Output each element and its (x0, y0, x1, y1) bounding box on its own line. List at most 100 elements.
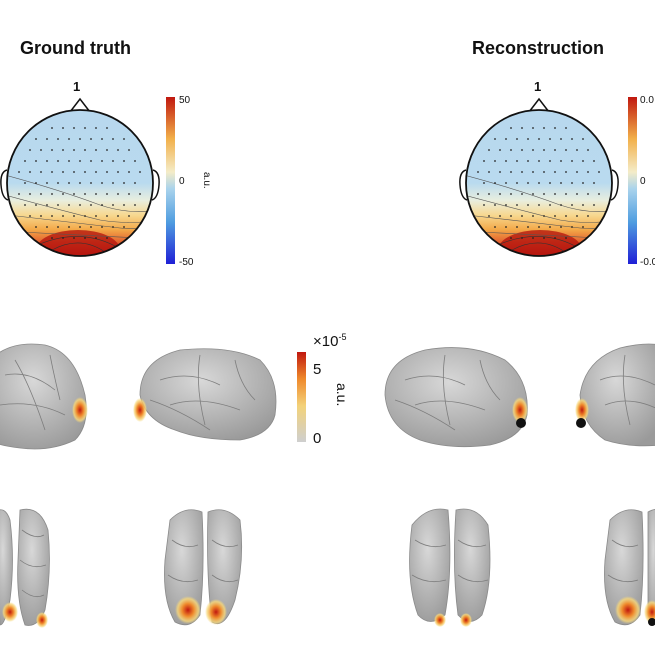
sensor-dot (84, 215, 86, 217)
sensor-dot (527, 226, 529, 228)
right-ear-shape (610, 169, 619, 201)
sensor-dot (101, 226, 103, 228)
sensor-dot (543, 193, 545, 195)
sensor-dot (117, 193, 119, 195)
sensor-dot (527, 138, 529, 140)
sensor-dot (521, 149, 523, 151)
sensor-dot (51, 193, 53, 195)
ground-truth-title: Ground truth (20, 38, 131, 58)
sensor-dot (510, 127, 512, 129)
sensor-dot (554, 127, 556, 129)
contour-line (51, 242, 106, 253)
sensor-dot (46, 138, 48, 140)
sensor-dot (51, 215, 53, 217)
sensor-dots (18, 127, 141, 239)
sensor-dot (73, 193, 75, 195)
sensor-dot (483, 160, 485, 162)
sensor-dot (40, 193, 42, 195)
sensor-dot (571, 226, 573, 228)
sensor-dot (62, 193, 64, 195)
sensor-dot (46, 160, 48, 162)
contour-line (39, 236, 116, 247)
sensor-dot (95, 215, 97, 217)
head-outline (6, 109, 154, 257)
sensor-dot (35, 182, 37, 184)
sensor-dot (582, 138, 584, 140)
ground-truth-brain-right-lateral (133, 348, 277, 441)
contour-line (19, 231, 141, 239)
sensor-dot (593, 204, 595, 206)
sensor-dot (90, 204, 92, 206)
sensor-dot (565, 193, 567, 195)
sensor-dot (51, 237, 53, 239)
sensor-dot (554, 149, 556, 151)
sensor-dot (40, 215, 42, 217)
sensor-dot (51, 149, 53, 151)
sensor-dot (576, 149, 578, 151)
sensor-dot (549, 182, 551, 184)
sensor-dot (68, 182, 70, 184)
sensor-dot (576, 215, 578, 217)
sensor-dot (505, 138, 507, 140)
activation-spot (460, 613, 472, 627)
sensor-dot (532, 171, 534, 173)
sensor-dot (538, 226, 540, 228)
sensor-dot (538, 138, 540, 140)
activation-spot (575, 398, 589, 422)
sensor-dot (73, 215, 75, 217)
sensor-dot (565, 127, 567, 129)
source-colorbar-multiplier-base: ×10 (313, 333, 339, 350)
sensor-dot (483, 182, 485, 184)
sensor-dot (571, 182, 573, 184)
sensor-dot (57, 182, 59, 184)
source-colorbar-min: 0 (313, 430, 322, 447)
reconstruction-topomap-number: 1 (534, 79, 542, 94)
sensor-dot (57, 138, 59, 140)
nose-shape (69, 97, 91, 113)
sensor-dot (494, 160, 496, 162)
sensor-dot (46, 226, 48, 228)
reconstruction-topomap (459, 97, 619, 257)
sensor-dot (505, 226, 507, 228)
sensor-dot (538, 204, 540, 206)
activation-spot (36, 612, 48, 628)
reconstruction-colorbar-mid: 0 (640, 176, 646, 187)
sensor-dot (587, 171, 589, 173)
sensor-dot (499, 149, 501, 151)
sensor-dot (101, 138, 103, 140)
sensor-dot (499, 215, 501, 217)
sensor-dot (51, 127, 53, 129)
sensor-dot (68, 226, 70, 228)
sensor-dot (510, 215, 512, 217)
sensor-dot (587, 215, 589, 217)
sensor-dot (90, 160, 92, 162)
sensor-dot (112, 204, 114, 206)
sensor-dot (106, 127, 108, 129)
sensor-dot (527, 204, 529, 206)
sensor-dot (95, 127, 97, 129)
sensor-dot (505, 204, 507, 206)
sensor-dot (598, 193, 600, 195)
sensor-dot (84, 171, 86, 173)
sensor-dot (543, 127, 545, 129)
sensor-dot (95, 193, 97, 195)
sensor-dot (560, 204, 562, 206)
sensor-dot (593, 182, 595, 184)
sensor-dot (494, 182, 496, 184)
sensor-dot (106, 171, 108, 173)
activation-spot (644, 600, 655, 624)
reconstruction-colorbar-min: -0.0 (640, 257, 655, 268)
sensor-dot (29, 215, 31, 217)
dipole-marker (516, 418, 526, 428)
contour-line (511, 242, 566, 253)
sensor-dot (499, 171, 501, 173)
sensor-dot (565, 149, 567, 151)
sensor-dot (29, 171, 31, 173)
sensor-dot (477, 193, 479, 195)
sensor-dot (73, 127, 75, 129)
activation-spot (434, 613, 446, 627)
sensor-dot (488, 149, 490, 151)
sensor-dot (68, 138, 70, 140)
sensor-dot (57, 204, 59, 206)
reconstruction-colorbar-max: 0.0 (640, 95, 654, 106)
